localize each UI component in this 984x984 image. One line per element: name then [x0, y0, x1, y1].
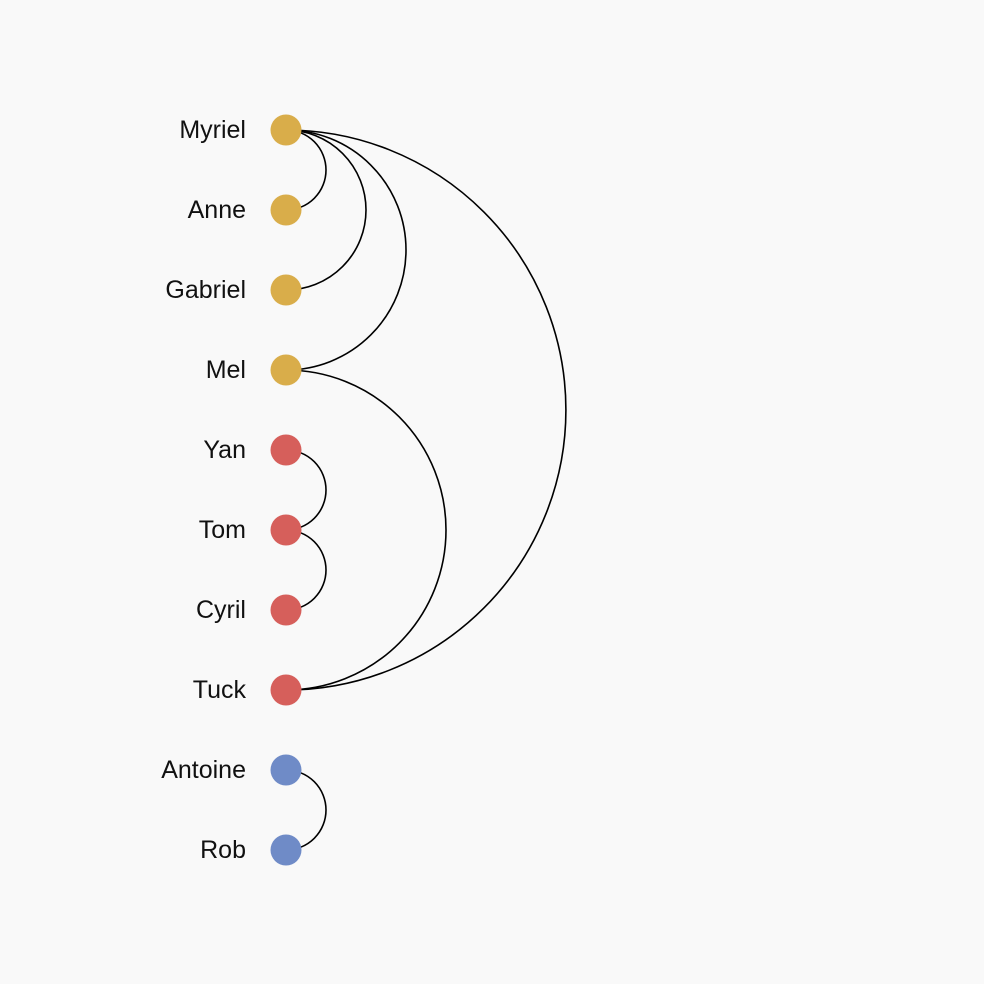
link-arc-yan-tom	[285, 449, 327, 531]
node-label-anne: Anne	[188, 196, 246, 224]
node-gabriel[interactable]	[270, 274, 302, 306]
link-arc-antoine-rob	[285, 769, 327, 851]
node-label-rob: Rob	[200, 836, 246, 864]
node-antoine[interactable]	[270, 754, 302, 786]
node-label-myriel: Myriel	[179, 116, 246, 144]
node-myriel[interactable]	[270, 114, 302, 146]
link-arc-myriel-gabriel	[285, 129, 367, 291]
node-cyril[interactable]	[270, 594, 302, 626]
link-arc-myriel-tuck	[285, 129, 567, 691]
node-label-gabriel: Gabriel	[165, 276, 246, 304]
link-arc-myriel-anne	[285, 129, 327, 211]
labels-layer: MyrielAnneGabrielMelYanTomCyrilTuckAntoi…	[161, 116, 246, 864]
node-mel[interactable]	[270, 354, 302, 386]
node-anne[interactable]	[270, 194, 302, 226]
links-layer	[285, 129, 567, 851]
link-arc-tom-cyril	[285, 529, 327, 611]
node-tom[interactable]	[270, 514, 302, 546]
node-label-yan: Yan	[203, 436, 246, 464]
node-label-cyril: Cyril	[196, 596, 246, 624]
node-yan[interactable]	[270, 434, 302, 466]
node-label-tom: Tom	[199, 516, 246, 544]
node-label-antoine: Antoine	[161, 756, 246, 784]
node-label-mel: Mel	[206, 356, 246, 384]
link-arc-mel-tuck	[285, 369, 447, 691]
node-label-tuck: Tuck	[193, 676, 247, 704]
nodes-layer	[270, 114, 302, 866]
node-rob[interactable]	[270, 834, 302, 866]
node-tuck[interactable]	[270, 674, 302, 706]
link-arc-myriel-mel	[285, 129, 407, 371]
